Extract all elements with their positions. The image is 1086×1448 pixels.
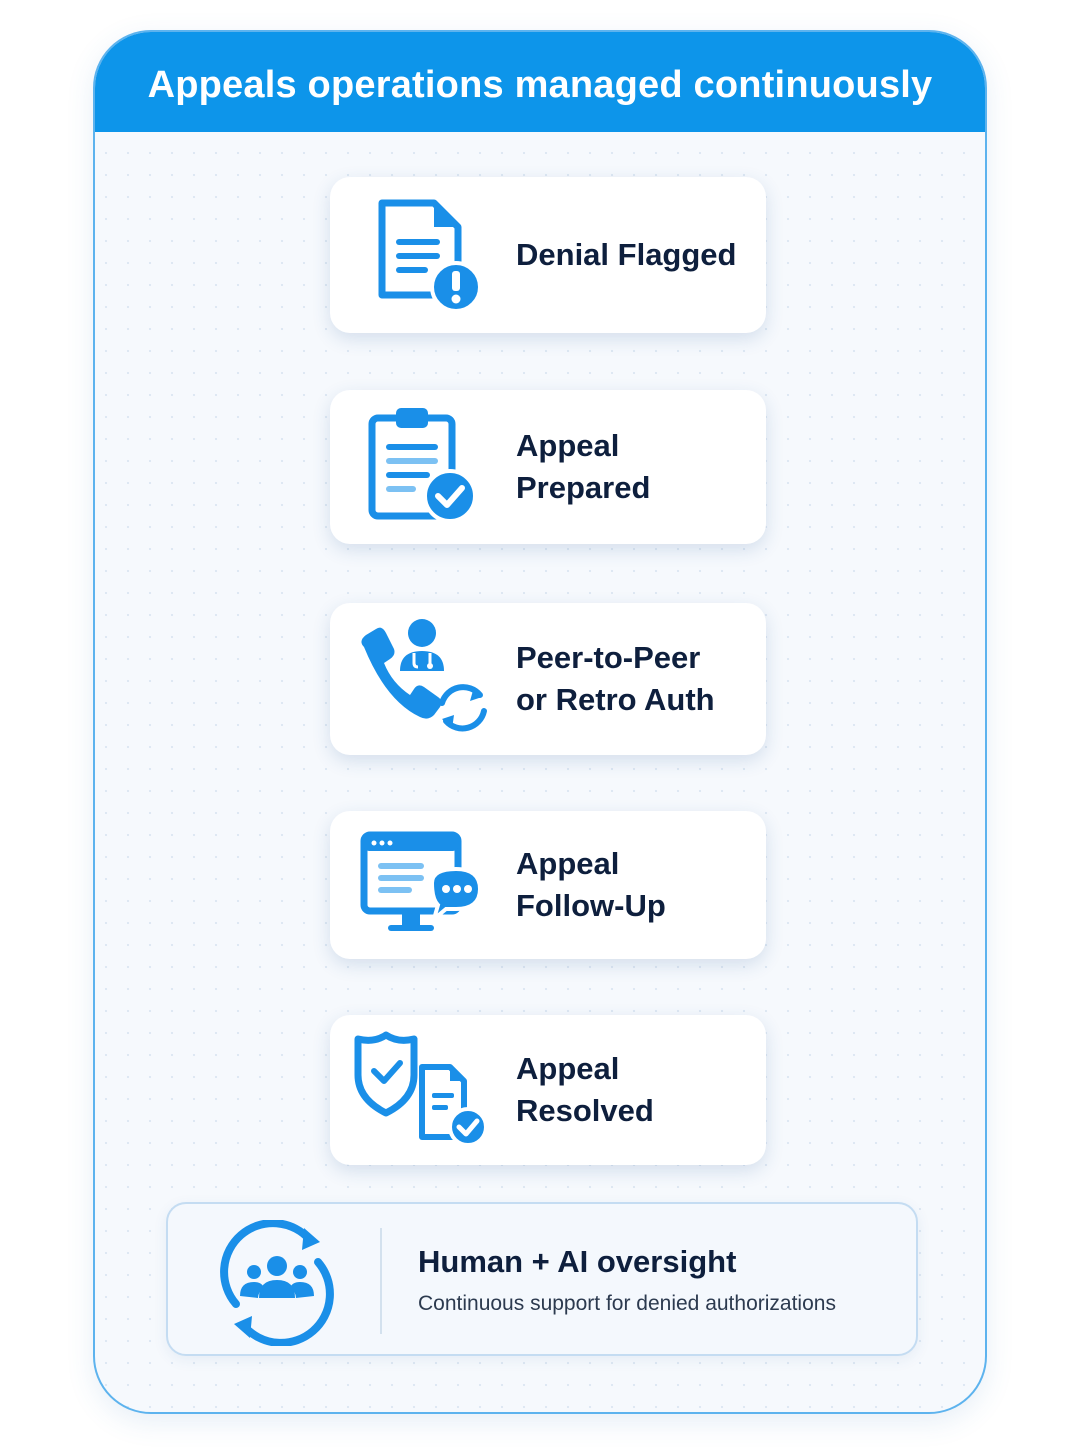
card-header: Appeals operations managed continuously (95, 32, 985, 132)
shield-document-check-icon (354, 1031, 488, 1147)
monitor-chat-icon (360, 831, 483, 931)
step-label: Appeal Follow-Up (516, 846, 666, 923)
step-label: Peer-to-Peer or Retro Auth (516, 640, 715, 717)
step-appeal-resolved: Appeal Resolved (330, 1015, 766, 1165)
step-label: Appeal Prepared (516, 428, 651, 505)
oversight-divider (380, 1228, 382, 1334)
oversight-title: Human + AI oversight (418, 1244, 737, 1279)
step-peer-to-peer: Peer-to-Peer or Retro Auth (330, 603, 766, 755)
page-title: Appeals operations managed continuously (147, 63, 933, 106)
oversight-subtitle: Continuous support for denied authorizat… (418, 1292, 836, 1315)
document-alert-icon (378, 199, 482, 313)
step-label: Appeal Resolved (516, 1051, 654, 1128)
phone-doctor-sync-icon (361, 619, 487, 732)
clipboard-check-icon (368, 408, 477, 523)
oversight-panel: Human + AI oversight Continuous support … (166, 1202, 918, 1356)
step-denial-flagged: Denial Flagged (330, 177, 766, 333)
step-appeal-prepared: Appeal Prepared (330, 390, 766, 544)
step-appeal-follow-up: Appeal Follow-Up (330, 811, 766, 959)
step-label: Denial Flagged (516, 237, 737, 272)
team-cycle-icon (220, 1220, 334, 1346)
